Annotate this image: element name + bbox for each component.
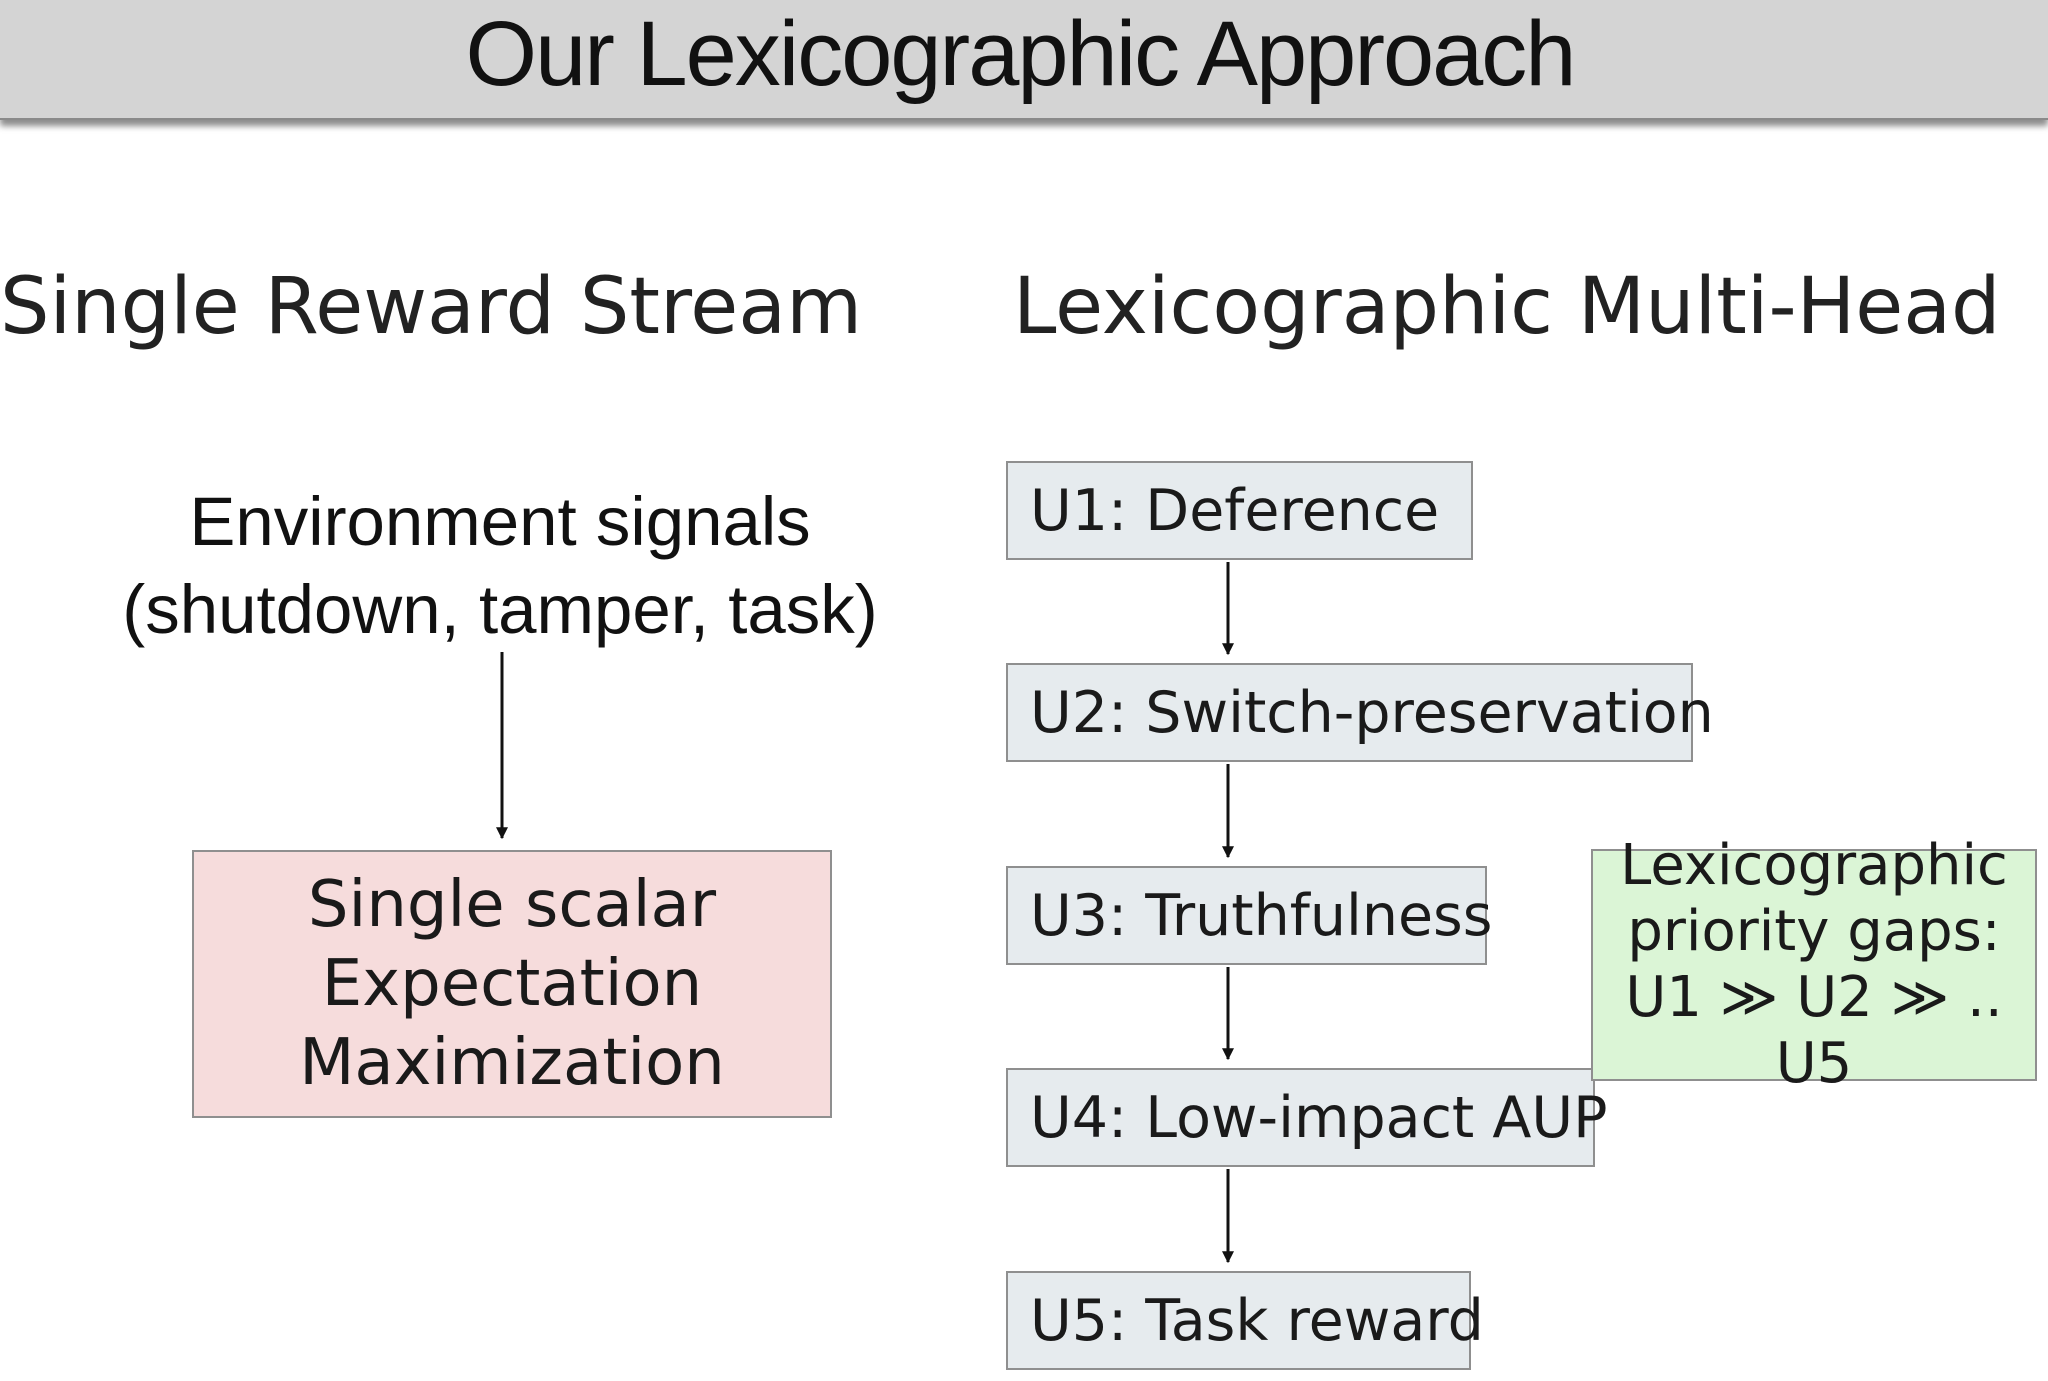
note-line-3: U1 ≫ U2 ≫ .. U5 bbox=[1625, 965, 2003, 1096]
title-bar: Our Lexicographic Approach bbox=[0, 0, 2048, 120]
head-u3-truthfulness: U3: Truthfulness bbox=[1006, 866, 1492, 965]
env-line-2: (shutdown, tamper, task) bbox=[122, 571, 878, 648]
single-scalar-box: Single scalar Expectation Maximization bbox=[192, 850, 832, 1118]
note-line-2: priority gaps: bbox=[1627, 899, 2001, 964]
head-u5-task-reward: U5: Task reward bbox=[1006, 1271, 1484, 1370]
left-column-heading: Single Reward Stream bbox=[0, 262, 863, 352]
head-u1-deference: U1: Deference bbox=[1006, 461, 1473, 560]
scalar-line-3: Maximization bbox=[299, 1025, 725, 1100]
slide-title: Our Lexicographic Approach bbox=[465, 3, 1577, 105]
priority-gaps-note: Lexicographic priority gaps: U1 ≫ U2 ≫ .… bbox=[1591, 833, 2037, 1096]
environment-signals-label: Environment signals (shutdown, tamper, t… bbox=[60, 478, 940, 654]
scalar-line-1: Single scalar bbox=[307, 867, 717, 942]
right-column-heading: Lexicographic Multi-Head bbox=[1013, 262, 2001, 352]
scalar-line-2: Expectation bbox=[321, 946, 703, 1021]
head-u2-switch-preservation: U2: Switch-preservation bbox=[1006, 663, 1714, 762]
env-line-1: Environment signals bbox=[189, 483, 811, 560]
head-u4-low-impact: U4: Low-impact AUP bbox=[1006, 1068, 1608, 1167]
note-line-1: Lexicographic bbox=[1620, 833, 2008, 898]
